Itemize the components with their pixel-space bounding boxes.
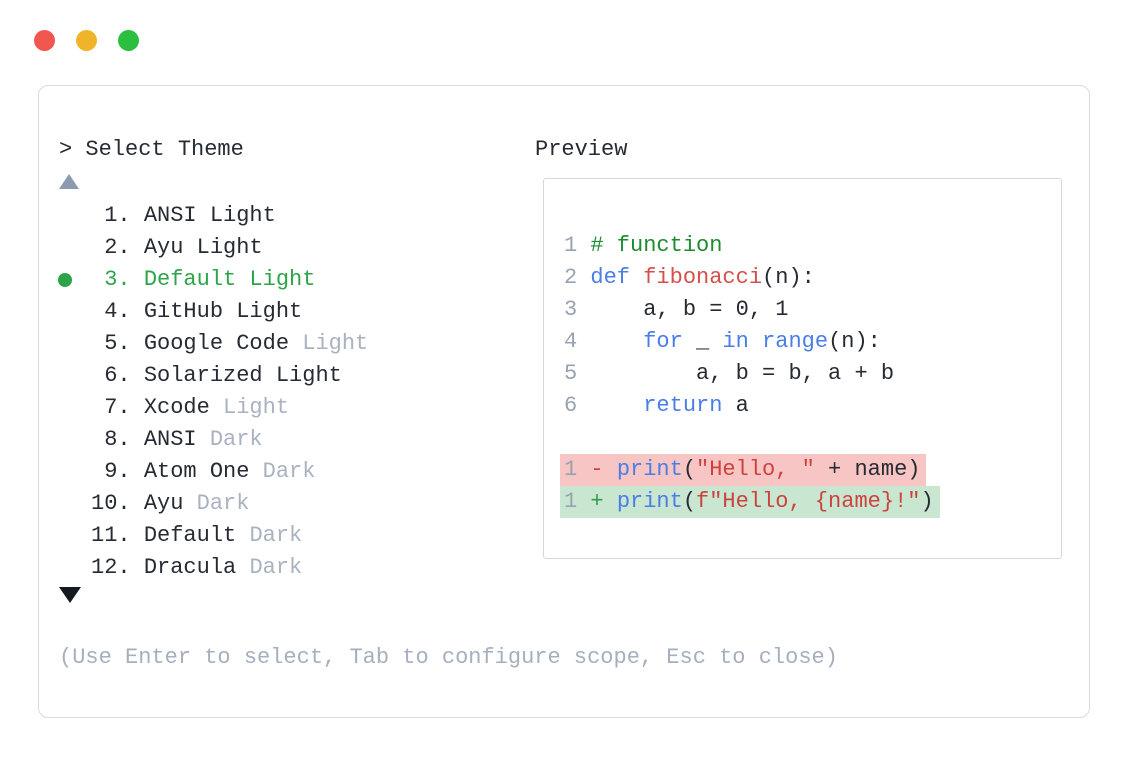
theme-item-suffix: Dark (196, 491, 250, 516)
theme-list-item[interactable]: 5. Google Code Light (39, 328, 519, 360)
theme-item-suffix: Light (302, 331, 369, 356)
theme-item-name: Solarized Light (143, 363, 342, 388)
diff-line-removed: 1 - print("Hello, " + name) (560, 454, 927, 486)
token-plus: + (590, 489, 617, 514)
line-number: 1 (564, 457, 591, 482)
zoom-button[interactable] (118, 30, 139, 51)
token-keyword: def (590, 265, 644, 290)
token-plain: a, b = 0, 1 (590, 297, 789, 322)
line-number: 1 (564, 233, 591, 258)
line-number: 1 (564, 489, 591, 514)
theme-list-item[interactable]: 4. GitHub Light (39, 296, 519, 328)
theme-list-item[interactable]: 9. Atom One Dark (39, 456, 519, 488)
theme-list-item[interactable]: 10. Ayu Dark (39, 488, 519, 520)
theme-list-item[interactable]: 7. Xcode Light (39, 392, 519, 424)
token-plain (590, 329, 643, 354)
theme-item-num: 9. (91, 459, 144, 484)
theme-item-num: 8. (91, 427, 144, 452)
theme-item-num: 6. (91, 363, 144, 388)
selected-bullet-icon (58, 273, 72, 287)
code-line: 1 # function (564, 230, 722, 262)
preview-heading: Preview (535, 137, 628, 162)
token-plain: ) (920, 489, 934, 514)
theme-picker-panel: > Select Theme 1. ANSI Light 2. Ayu Ligh… (38, 85, 1090, 718)
theme-item-suffix: Dark (209, 427, 263, 452)
token-plain: (n): (828, 329, 881, 354)
help-text: (Use Enter to select, Tab to configure s… (59, 645, 838, 670)
line-number: 3 (564, 297, 591, 322)
token-plain: a (722, 393, 749, 418)
token-plain: (n): (762, 265, 815, 290)
code-line: 3 a, b = 0, 1 (564, 294, 788, 326)
code-line: 6 return a (564, 390, 749, 422)
theme-item-name: Atom One (143, 459, 263, 484)
code-line: 5 a, b = b, a + b (564, 358, 894, 390)
scroll-up-icon[interactable] (59, 174, 79, 189)
diff-line-added: 1 + print(f"Hello, {name}!") (560, 486, 940, 518)
line-number: 2 (564, 265, 591, 290)
theme-item-name: Default Light (143, 267, 316, 292)
token-keyword: range (762, 329, 829, 354)
theme-item-num: 1. (91, 203, 144, 228)
theme-item-num: 11. (91, 523, 144, 548)
theme-item-num: 3. (91, 267, 144, 292)
token-comment: # function (590, 233, 723, 258)
theme-item-name: Ayu (143, 491, 197, 516)
token-string: "Hello, " (696, 457, 815, 482)
theme-item-name: GitHub Light (143, 299, 303, 324)
line-number: 6 (564, 393, 591, 418)
code-line: 4 for _ in range(n): (564, 326, 881, 358)
token-string: f"Hello, {name}!" (696, 489, 921, 514)
code-line: 2 def fibonacci(n): (564, 262, 815, 294)
theme-item-suffix: Dark (262, 459, 316, 484)
theme-item-name: ANSI Light (143, 203, 276, 228)
theme-item-name: Ayu Light (143, 235, 263, 260)
theme-item-name: Dracula (143, 555, 250, 580)
theme-list-item[interactable]: 1. ANSI Light (39, 200, 519, 232)
token-plain: + name) (814, 457, 921, 482)
theme-item-num: 4. (91, 299, 144, 324)
line-number: 5 (564, 361, 591, 386)
theme-item-num: 12. (91, 555, 144, 580)
token-plain: ( (682, 489, 697, 514)
token-keyword: in (722, 329, 749, 354)
token-minus: - (590, 457, 617, 482)
token-plain: a, b = b, a + b (590, 361, 895, 386)
token-plain: ( (682, 457, 697, 482)
token-keyword: print (616, 489, 683, 514)
theme-list-item[interactable]: 11. Default Dark (39, 520, 519, 552)
theme-list: 1. ANSI Light 2. Ayu Light 3. Default Li… (39, 200, 519, 584)
minimize-button[interactable] (76, 30, 97, 51)
theme-item-num: 2. (91, 235, 144, 260)
theme-list-item[interactable]: 12. Dracula Dark (39, 552, 519, 584)
theme-list-item[interactable]: 3. Default Light (39, 264, 519, 296)
select-theme-prompt: > Select Theme (59, 137, 244, 162)
theme-list-item[interactable]: 8. ANSI Dark (39, 424, 519, 456)
window-controls (34, 30, 139, 51)
theme-list-item[interactable]: 2. Ayu Light (39, 232, 519, 264)
scroll-down-icon[interactable] (59, 587, 81, 603)
theme-item-suffix: Dark (249, 523, 303, 548)
token-plain: _ (682, 329, 723, 354)
line-number: 4 (564, 329, 591, 354)
theme-item-name: Google Code (143, 331, 303, 356)
token-plain (590, 393, 643, 418)
theme-item-name: ANSI (143, 427, 210, 452)
token-keyword: for (643, 329, 683, 354)
theme-list-item[interactable]: 6. Solarized Light (39, 360, 519, 392)
theme-item-name: Default (143, 523, 250, 548)
token-plain (749, 329, 762, 354)
token-keyword: return (643, 393, 723, 418)
theme-item-suffix: Light (223, 395, 290, 420)
theme-item-num: 5. (91, 331, 144, 356)
theme-item-num: 10. (91, 491, 144, 516)
token-keyword: print (616, 457, 683, 482)
theme-item-num: 7. (91, 395, 144, 420)
close-button[interactable] (34, 30, 55, 51)
theme-item-suffix: Dark (249, 555, 303, 580)
theme-item-name: Xcode (143, 395, 224, 420)
token-func: fibonacci (643, 265, 763, 290)
